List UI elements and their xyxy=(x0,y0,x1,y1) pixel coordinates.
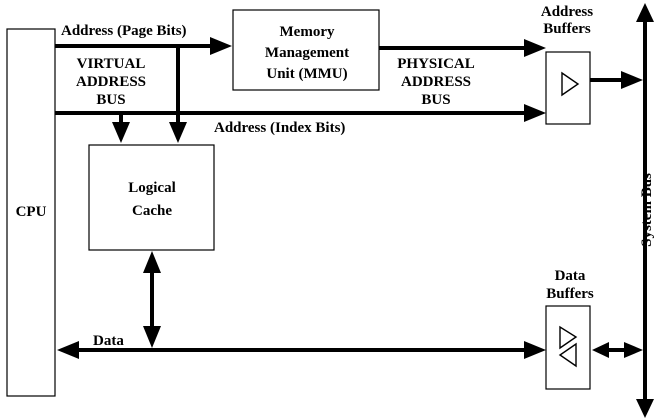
data-bus-left-arrowhead-icon xyxy=(57,341,79,359)
virtual-address-bus-label: VIRTUAL ADDRESS BUS xyxy=(76,56,146,108)
system-bus-top-arrowhead-icon xyxy=(636,3,654,22)
data-buffer-forward-triangle-icon xyxy=(559,325,578,350)
address-buffer-index-arrowhead-icon xyxy=(524,104,546,122)
data-buffers-block: Data Buffers xyxy=(545,268,594,390)
cpu-label: CPU xyxy=(16,204,47,220)
cpu-block: CPU xyxy=(6,28,56,397)
address-buffer-to-system-bus-line xyxy=(590,71,643,89)
page-bits-address-line: Address (Page Bits) xyxy=(55,23,232,55)
cache-data-down-arrowhead-icon xyxy=(143,326,161,348)
address-buffers-label-line-1: Address xyxy=(541,4,593,20)
system-bus-bottom-arrowhead-icon xyxy=(636,399,654,418)
physical-address-bus-line-1: PHYSICAL xyxy=(397,56,475,72)
cache-index-bits-arrowhead-icon xyxy=(112,122,130,143)
data-buffer-to-system-bus-line xyxy=(592,342,643,358)
physical-address-bus-line-2: ADDRESS xyxy=(401,74,471,90)
data-label: Data xyxy=(93,333,124,349)
virtual-address-bus-line-1: VIRTUAL xyxy=(77,56,146,72)
address-buffer-triangle-icon xyxy=(561,71,580,97)
data-buffers-label-line-2: Buffers xyxy=(546,286,594,302)
data-buffers-label-line-1: Data xyxy=(555,268,586,284)
logical-cache-block: Logical Cache xyxy=(88,144,215,251)
data-buffer-reverse-triangle-icon xyxy=(558,342,577,368)
system-bus-data-right-arrowhead-icon xyxy=(624,342,643,358)
address-buffers-block: Address Buffers xyxy=(541,4,593,125)
data-bus-line: Data xyxy=(57,333,546,359)
virtual-address-bus-line-3: BUS xyxy=(96,92,125,108)
system-bus-data-left-arrowhead-icon xyxy=(592,342,609,358)
system-bus-address-arrowhead-icon xyxy=(621,71,643,89)
cache-page-bits-arrowhead-icon xyxy=(169,122,187,143)
address-page-bits-label: Address (Page Bits) xyxy=(61,23,187,39)
physical-address-bus-line-3: BUS xyxy=(421,92,450,108)
mmu-label-line-3: Unit (MMU) xyxy=(266,66,347,82)
cache-data-link xyxy=(143,251,161,348)
address-buffers-label-line-2: Buffers xyxy=(543,21,591,37)
mmu-input-arrowhead-icon xyxy=(210,37,232,55)
physical-address-line: PHYSICAL ADDRESS BUS xyxy=(379,39,546,108)
physical-address-arrowhead-icon xyxy=(524,39,546,57)
system-bus: System Bus xyxy=(636,3,655,418)
system-bus-label: System Bus xyxy=(639,173,655,247)
cache-label-line-1: Logical xyxy=(128,180,176,196)
data-bus-right-arrowhead-icon xyxy=(524,341,546,359)
cache-label-line-2: Cache xyxy=(132,203,172,219)
page-bits-to-cache-line xyxy=(169,46,187,143)
index-bits-address-line: Address (Index Bits) xyxy=(55,104,546,136)
virtual-address-bus-line-2: ADDRESS xyxy=(76,74,146,90)
cache-data-up-arrowhead-icon xyxy=(143,251,161,273)
mmu-label-line-1: Memory xyxy=(280,24,335,40)
mmu-block: Memory Management Unit (MMU) xyxy=(232,9,380,91)
mmu-label-line-2: Management xyxy=(265,45,349,61)
index-bits-to-cache-line xyxy=(112,113,130,143)
address-index-bits-label: Address (Index Bits) xyxy=(214,120,345,136)
